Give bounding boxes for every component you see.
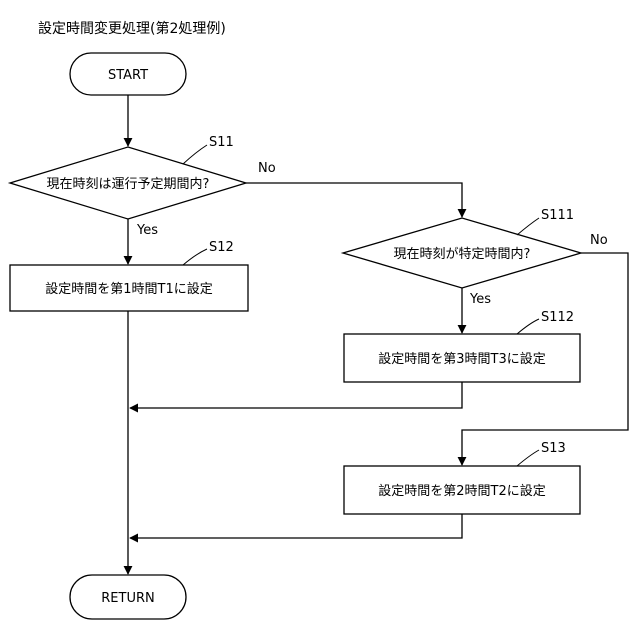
- process-s112-text: 設定時間を第3時間T3に設定: [378, 351, 545, 367]
- process-s13: 設定時間を第2時間T2に設定: [344, 466, 580, 514]
- step-label-s12: S12: [209, 240, 234, 255]
- s11-leader: [183, 145, 207, 164]
- s111-leader: [517, 218, 539, 235]
- process-s12-text: 設定時間を第1時間T1に設定: [45, 281, 212, 297]
- s11-yes-label: Yes: [136, 223, 158, 238]
- step-label-s111: S111: [541, 208, 574, 223]
- arrow-s11-no-to-s111: [246, 183, 462, 217]
- return-terminal: RETURN: [70, 575, 186, 619]
- arrow-s13-to-trunk: [130, 514, 462, 538]
- s12-leader: [183, 249, 207, 265]
- decision-s11: 現在時刻は運行予定期間内?: [10, 147, 246, 219]
- decision-s11-text: 現在時刻は運行予定期間内?: [47, 176, 210, 192]
- return-label: RETURN: [101, 591, 154, 606]
- decision-s111: 現在時刻が特定時間内?: [343, 218, 581, 288]
- s111-yes-label: Yes: [469, 292, 491, 307]
- start-label: START: [108, 68, 148, 83]
- process-s112: 設定時間を第3時間T3に設定: [344, 334, 580, 382]
- start-terminal: START: [70, 53, 186, 95]
- arrow-s112-to-trunk: [130, 382, 462, 408]
- s111-no-label: No: [590, 233, 608, 248]
- s112-leader: [517, 319, 539, 334]
- step-label-s13: S13: [541, 441, 566, 456]
- process-s12: 設定時間を第1時間T1に設定: [10, 265, 248, 311]
- step-label-s11: S11: [209, 135, 234, 150]
- process-s13-text: 設定時間を第2時間T2に設定: [378, 483, 545, 499]
- decision-s111-text: 現在時刻が特定時間内?: [394, 246, 531, 262]
- s11-no-label: No: [258, 161, 276, 176]
- s13-leader: [517, 450, 539, 466]
- diagram-title: 設定時間変更処理(第2処理例): [38, 20, 226, 37]
- step-label-s112: S112: [541, 310, 574, 325]
